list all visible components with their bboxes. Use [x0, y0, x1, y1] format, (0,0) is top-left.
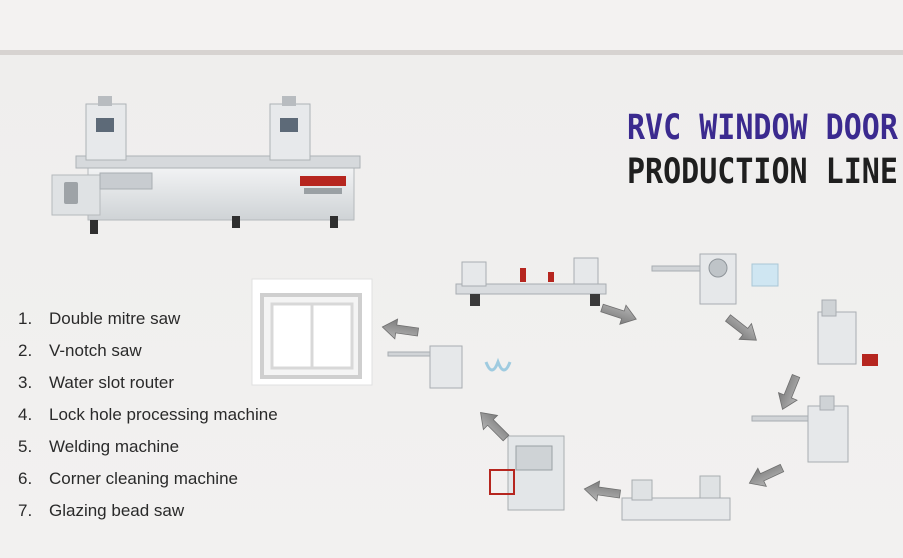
list-item: 5. Welding machine — [18, 434, 278, 466]
flow-arrow-1 — [598, 298, 640, 330]
title-line-1: RVC WINDOW DOOR — [627, 108, 898, 149]
water-slot-router-image — [817, 299, 878, 366]
list-label: V-notch saw — [49, 341, 142, 360]
top-banner — [0, 0, 903, 55]
title-line-2: PRODUCTION LINE — [627, 152, 898, 193]
list-label: Double mitre saw — [49, 309, 181, 328]
corner-cleaning-machine-image — [489, 435, 565, 511]
list-number: 1. — [18, 309, 33, 328]
flow-arrow-6 — [473, 405, 514, 446]
v-notch-saw-image — [651, 253, 779, 305]
list-number: 4. — [18, 405, 33, 424]
list-number: 6. — [18, 469, 33, 488]
large-welding-machine-image — [51, 96, 361, 234]
machine-list: 1. Double mitre saw 2. V-notch saw 3. Water… — [18, 306, 278, 530]
glazing-bead-saw-image — [387, 345, 512, 389]
diagram-background — [0, 55, 903, 558]
list-number: 3. — [18, 373, 33, 392]
flow-arrow-7 — [380, 316, 420, 343]
list-label: Glazing bead saw — [49, 501, 185, 520]
list-label: Welding machine — [49, 437, 180, 456]
list-number: 2. — [18, 341, 33, 360]
list-label: Lock hole processing machine — [49, 405, 278, 424]
flow-arrow-2 — [721, 309, 763, 349]
finished-window-image — [251, 278, 373, 386]
list-label: Corner cleaning machine — [49, 469, 238, 488]
list-number: 5. — [18, 437, 33, 456]
list-item: 1. Double mitre saw — [18, 306, 278, 338]
list-number: 7. — [18, 501, 33, 520]
flow-arrow-3 — [772, 371, 806, 414]
list-item: 2. V-notch saw — [18, 338, 278, 370]
list-item: 4. Lock hole processing machine — [18, 402, 278, 434]
list-item: 7. Glazing bead saw — [18, 498, 278, 530]
flow-arrow-4 — [744, 458, 787, 493]
small-welding-machine-image — [621, 475, 731, 521]
flow-arrow-5 — [582, 478, 622, 505]
list-label: Water slot router — [49, 373, 175, 392]
list-item: 3. Water slot router — [18, 370, 278, 402]
lock-hole-machine-image — [751, 395, 849, 463]
double-mitre-saw-image — [455, 257, 607, 306]
list-item: 6. Corner cleaning machine — [18, 466, 278, 498]
